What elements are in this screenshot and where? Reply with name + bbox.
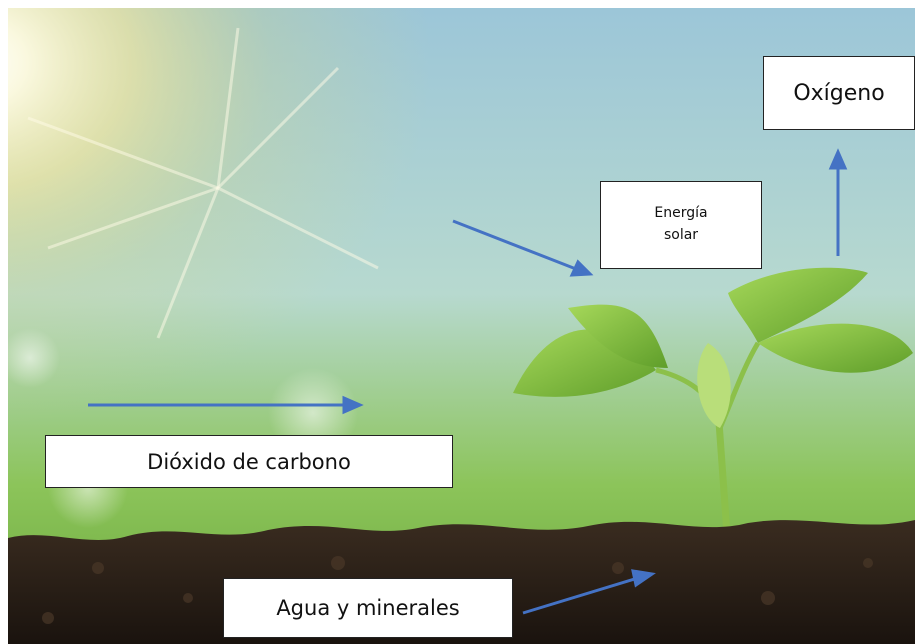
seedling	[513, 267, 913, 549]
solar-text-line1: Energía	[654, 205, 708, 222]
arrow-water	[522, 576, 639, 615]
oxygen-label: Oxígeno	[763, 56, 915, 130]
co2-text: Dióxido de carbono	[147, 449, 351, 474]
solar-energy-label: Energía solar	[600, 181, 762, 269]
solar-text-line2: solar	[663, 227, 699, 243]
photosynthesis-diagram: Oxígeno Energía solar Dióxido de carbono…	[8, 8, 915, 644]
arrow-solar	[452, 219, 577, 271]
water-minerals-label: Agua y minerales	[223, 578, 513, 638]
oxygen-text: Oxígeno	[793, 80, 885, 106]
carbon-dioxide-label: Dióxido de carbono	[45, 435, 453, 488]
water-text: Agua y minerales	[276, 596, 460, 620]
arrows	[88, 148, 848, 615]
